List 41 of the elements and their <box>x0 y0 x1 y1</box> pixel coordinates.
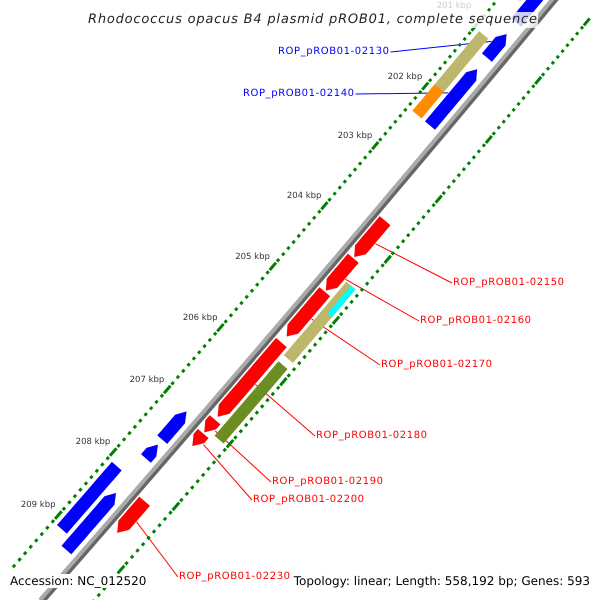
gene-feature <box>157 411 187 444</box>
gene-feature <box>204 415 221 433</box>
feature-bar <box>57 462 122 534</box>
summary-text: Topology: linear; Length: 558,192 bp; Genes: 593 <box>292 574 592 588</box>
scale-label: 202 kbp <box>388 72 422 82</box>
scale-label: 209 kbp <box>20 500 56 510</box>
title: Rhodococcus opacus B4 plasmid pROB01, complete sequence <box>88 12 538 28</box>
feature-bar <box>434 31 488 92</box>
gene-label: ROP_pROB01-02140 <box>243 88 355 100</box>
accession-text: Accession: NC_012520 <box>8 574 148 588</box>
gene-feature <box>116 496 150 534</box>
feature-bar <box>214 361 288 444</box>
scale-label: 204 kbp <box>286 191 322 202</box>
feature-bar <box>412 84 444 118</box>
gene-feature <box>217 338 287 417</box>
leader-line <box>344 278 420 322</box>
scale-label: 205 kbp <box>235 252 270 262</box>
gene-label: ROP_pROB01-02200 <box>253 494 365 506</box>
scale-label: 208 kbp <box>76 437 110 448</box>
gene-feature <box>192 428 209 446</box>
gene-feature <box>140 444 158 463</box>
gene-feature <box>424 69 478 130</box>
leader-line <box>136 521 178 578</box>
scale-label: 207 kbp <box>130 374 164 385</box>
leader-line <box>374 243 452 284</box>
gene-label: ROP_pROB01-02180 <box>316 430 428 442</box>
gene-feature <box>354 216 391 258</box>
gene-feature <box>61 492 116 555</box>
gene-label: ROP_pROB01-02230 <box>179 571 291 583</box>
gene-label: ROP_pROB01-02160 <box>420 315 532 327</box>
gene-label: ROP_pROB01-02190 <box>272 476 384 488</box>
gene-feature <box>326 253 359 291</box>
leader-line <box>254 384 316 436</box>
gene-feature <box>286 286 330 337</box>
scale-label: 206 kbp <box>182 313 218 324</box>
gene-feature <box>482 34 507 62</box>
gene-label: ROP_pROB01-02130 <box>278 46 390 58</box>
leader-line <box>203 444 252 500</box>
scale-label: 203 kbp <box>338 131 372 142</box>
gene-label: ROP_pROB01-02170 <box>381 359 493 371</box>
gene-label: ROP_pROB01-02150 <box>453 277 565 289</box>
